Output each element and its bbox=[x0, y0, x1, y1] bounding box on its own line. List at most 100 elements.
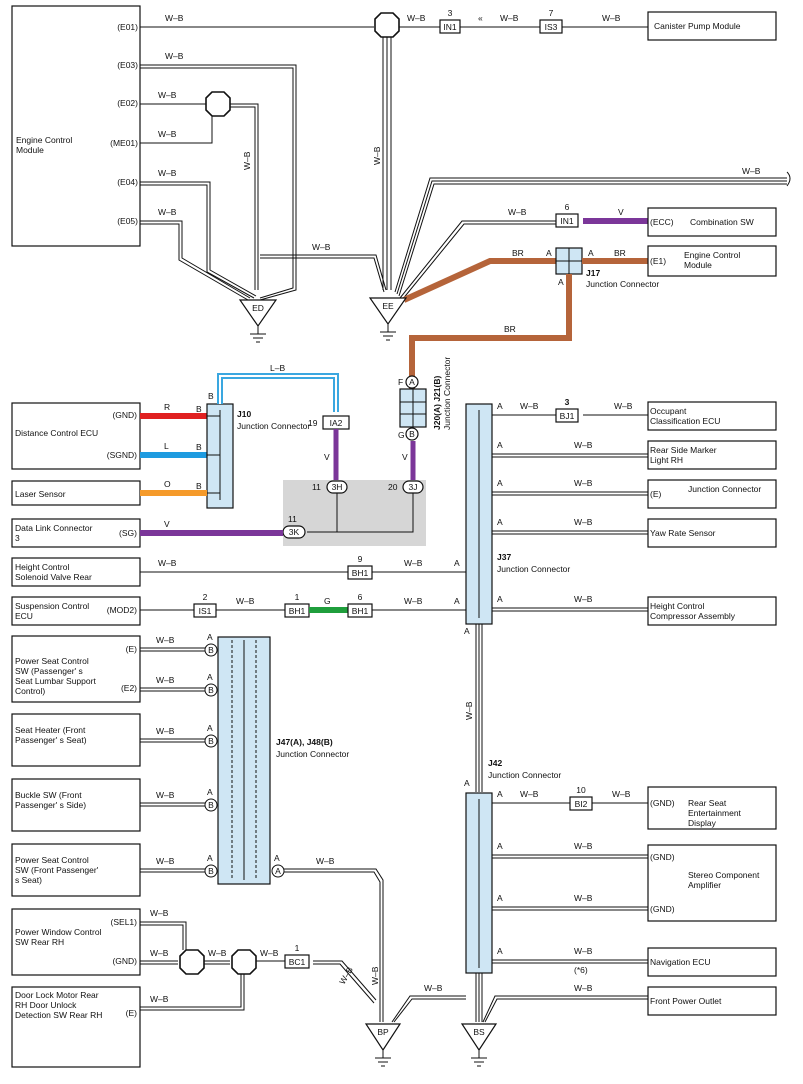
wire-label: W–B bbox=[337, 965, 355, 986]
pin-circle-b bbox=[204, 798, 218, 812]
junction-label: Junction Connector bbox=[586, 279, 659, 289]
wire-label: W–B bbox=[407, 13, 426, 23]
pin-label: B bbox=[409, 429, 415, 439]
connector-label: IA2 bbox=[330, 418, 343, 428]
pin-circle-b bbox=[405, 427, 419, 441]
wire bbox=[140, 802, 205, 807]
wire-brown-down bbox=[409, 274, 572, 390]
connector-label: IS3 bbox=[545, 22, 558, 32]
pin-label: (E) bbox=[650, 489, 662, 499]
wire-in1-ee2 bbox=[401, 223, 556, 301]
component-label: Combination SW bbox=[690, 217, 754, 227]
wire-label: V bbox=[324, 452, 330, 462]
j17-grid bbox=[556, 248, 582, 274]
wire-label: W–B bbox=[574, 946, 593, 956]
ground-symbol bbox=[471, 1050, 487, 1067]
wire-label: W–B bbox=[156, 726, 175, 736]
pin-label: (GND) bbox=[112, 410, 137, 420]
pin-label: A bbox=[497, 401, 503, 411]
connector-label: IS1 bbox=[199, 606, 212, 616]
wire-label: V bbox=[618, 207, 624, 217]
pin-label: B bbox=[196, 442, 202, 452]
wire-label: L–B bbox=[270, 363, 285, 373]
wire-label: W–B bbox=[236, 596, 255, 606]
wire-me01 bbox=[140, 116, 213, 144]
pin-label: A bbox=[454, 558, 460, 568]
pin-number: 3 bbox=[448, 8, 453, 18]
connector-label: IN1 bbox=[443, 22, 457, 32]
buckle-sw bbox=[11, 778, 141, 832]
wire-label: W–B bbox=[500, 13, 519, 23]
pin-label: A bbox=[409, 377, 415, 387]
wire-label: W–B bbox=[574, 440, 593, 450]
connector-label: 3K bbox=[289, 527, 300, 537]
pin-label: (GND) bbox=[650, 904, 675, 914]
wire-label: W–B bbox=[372, 146, 382, 165]
connector-label: BH1 bbox=[352, 568, 369, 578]
wire-label: BR bbox=[504, 324, 516, 334]
wire-break bbox=[786, 171, 791, 187]
ground-ed bbox=[238, 299, 278, 328]
wire-right-long3 bbox=[398, 183, 787, 297]
ground-ee bbox=[368, 297, 408, 326]
connector-label: BI2 bbox=[575, 799, 588, 809]
pin-label: B bbox=[208, 685, 214, 695]
wire-brown-ee bbox=[402, 258, 556, 303]
wire-label: W–B bbox=[156, 635, 175, 645]
wire-label: W–B bbox=[520, 401, 539, 411]
pin-label: (MOD2) bbox=[107, 605, 137, 615]
junction-id: J20(A) J21(B) bbox=[432, 376, 442, 430]
wire-lb bbox=[217, 373, 339, 412]
splice-point-e02 bbox=[205, 91, 231, 117]
pin-label: A bbox=[497, 946, 503, 956]
pin-label: A bbox=[497, 478, 503, 488]
pin-number: 11 bbox=[288, 514, 297, 524]
seat-heater bbox=[11, 713, 141, 767]
laser-sensor bbox=[11, 480, 141, 506]
wire-right-long bbox=[394, 177, 787, 293]
svg-text:«: « bbox=[478, 13, 483, 23]
wire-label: V bbox=[164, 519, 170, 529]
wire-in1-ee bbox=[399, 220, 556, 299]
stereo-component-amplifier bbox=[647, 844, 777, 922]
pin-e03: (E03) bbox=[117, 60, 138, 70]
wire bbox=[492, 959, 648, 964]
wire-label: BR bbox=[614, 248, 626, 258]
distance-ecu-label: Distance Control ECU bbox=[15, 428, 98, 438]
pin-number: 9 bbox=[358, 554, 363, 564]
pin-label: A bbox=[464, 778, 470, 788]
wire-label: W–B bbox=[156, 790, 175, 800]
connector-label: BH1 bbox=[352, 606, 369, 616]
wire-label: W–B bbox=[404, 596, 423, 606]
pin-number: 6 bbox=[358, 592, 363, 602]
component-label: Canister Pump Module bbox=[654, 21, 741, 31]
pin-label: A bbox=[497, 841, 503, 851]
ground-label: ED bbox=[252, 303, 264, 313]
wire-bc1-bp bbox=[313, 960, 377, 1004]
connector-label: BH1 bbox=[289, 606, 306, 616]
wire bbox=[492, 906, 648, 911]
wire-label: W–B bbox=[370, 966, 380, 985]
wire-e03b bbox=[140, 67, 294, 299]
connector-label: BC1 bbox=[289, 957, 306, 967]
pin-label: A bbox=[497, 440, 503, 450]
wire-label: W–B bbox=[574, 893, 593, 903]
pin-label: (GND) bbox=[650, 798, 675, 808]
pin-label: B bbox=[208, 391, 214, 401]
ground-label: EE bbox=[382, 301, 394, 311]
pin-label: A bbox=[497, 789, 503, 799]
wire-label: W–B bbox=[574, 517, 593, 527]
wire bbox=[492, 530, 648, 535]
pin-label: (SGND) bbox=[107, 450, 137, 460]
wire-j37-j42 bbox=[475, 624, 483, 792]
wire-label: W–B bbox=[156, 675, 175, 685]
door-lock-motor bbox=[11, 986, 141, 1068]
pin-number: 10 bbox=[576, 785, 586, 795]
wire-label: W–B bbox=[574, 594, 593, 604]
wire bbox=[140, 687, 205, 692]
